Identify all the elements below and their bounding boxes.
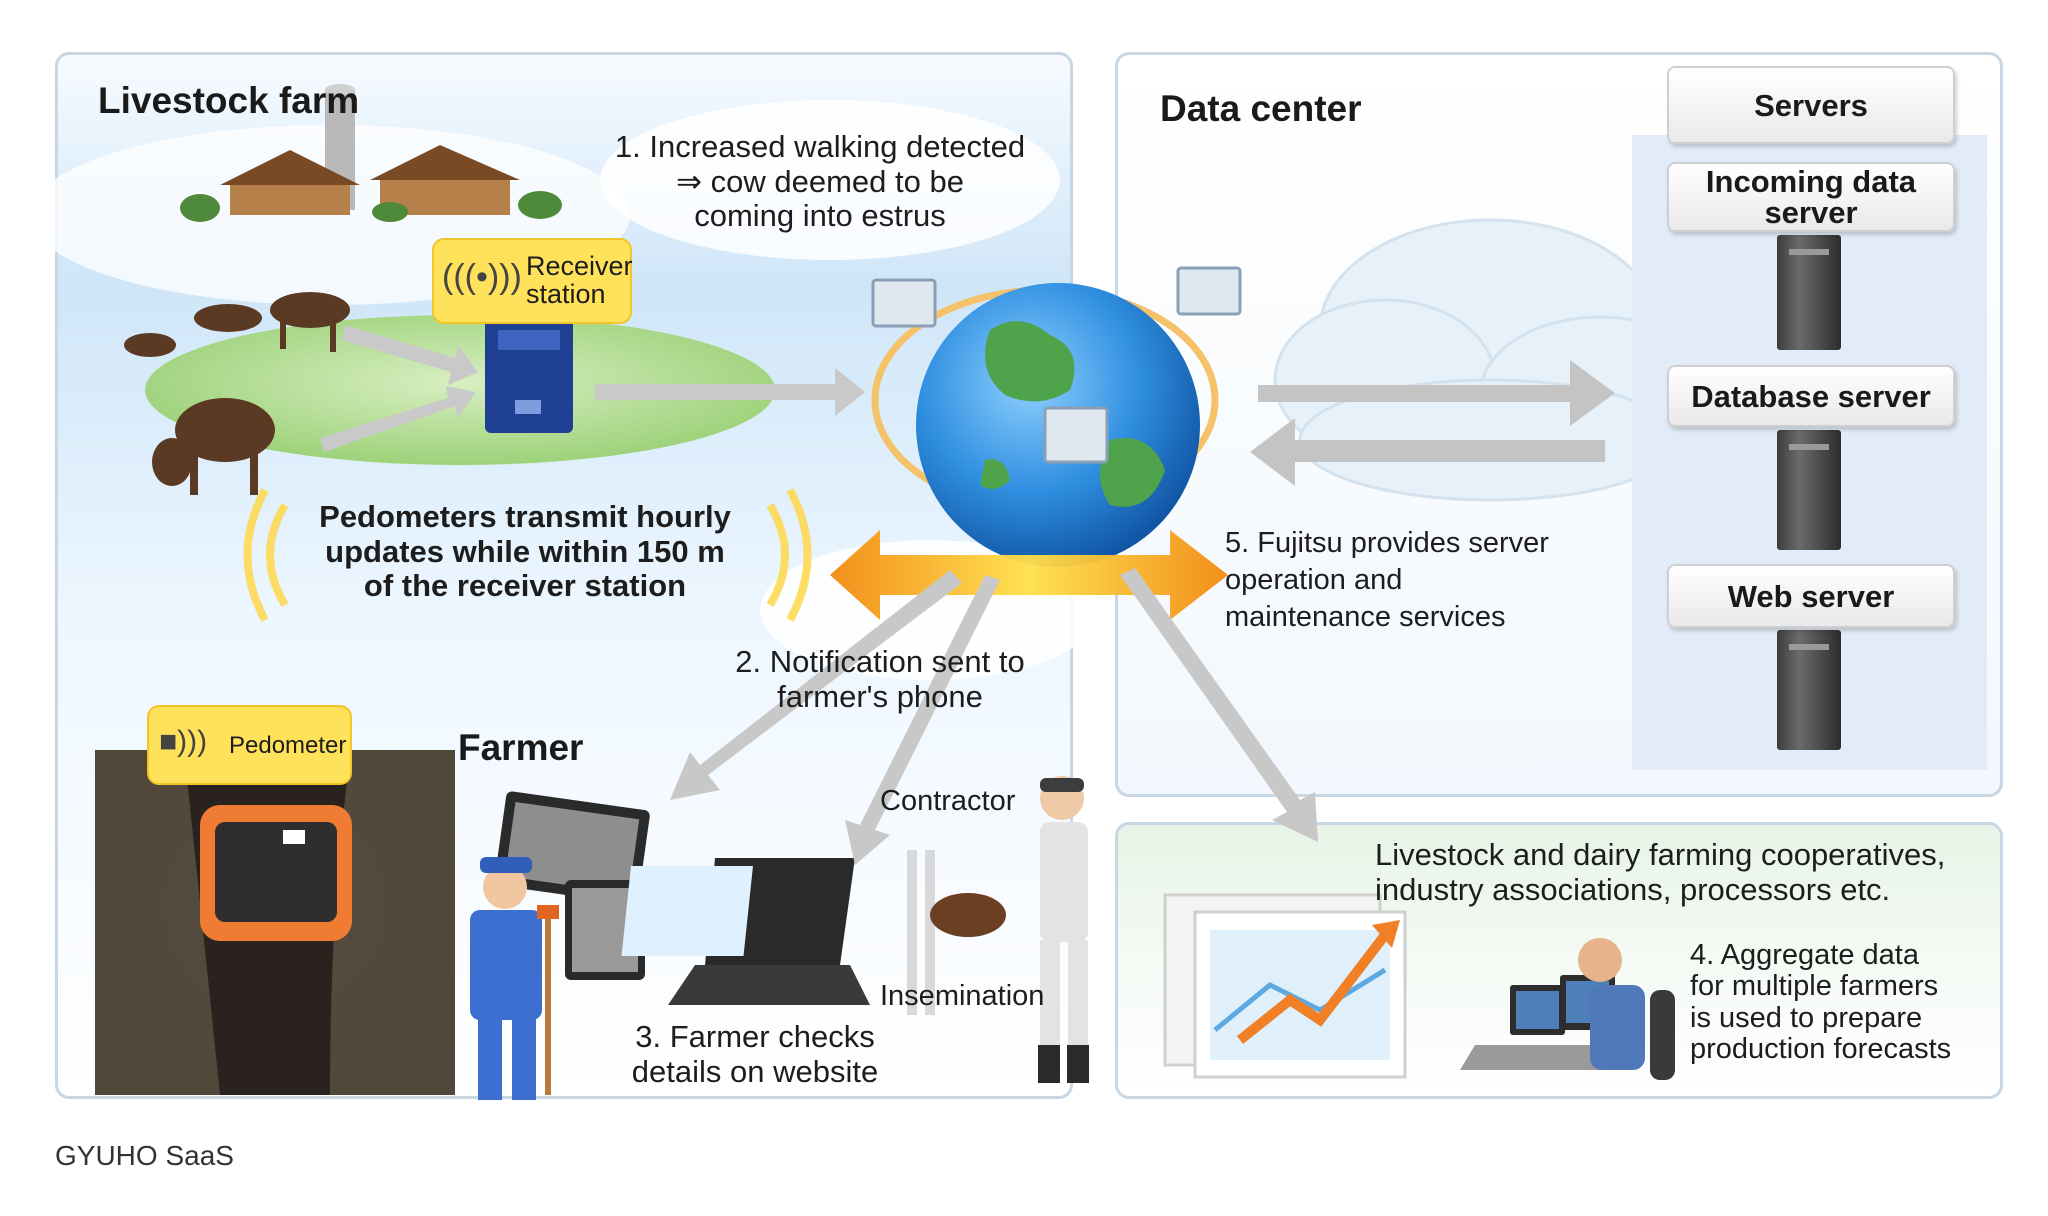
pedometer-label: Pedometer	[229, 732, 347, 759]
network-pc-icon	[871, 266, 1242, 464]
figure-caption: GYUHO SaaS	[55, 1140, 234, 1171]
barn-icon	[180, 84, 562, 222]
globe-server-arrows	[1250, 360, 1615, 486]
farmer-figure	[470, 857, 559, 1100]
pedometer-signal-icon: ■)))	[159, 725, 208, 758]
cow-icon	[124, 292, 350, 495]
contractor-figure	[907, 776, 1089, 1083]
operator-figure	[1460, 938, 1675, 1080]
servers-label: Servers	[1667, 66, 1955, 144]
forecast-chart-icon	[1163, 893, 1407, 1079]
notification-arrows	[670, 568, 1318, 865]
signal-arcs	[243, 488, 812, 622]
antenna-icon: (((•)))	[442, 258, 522, 296]
sky-cloud	[600, 100, 1060, 260]
bidirectional-arrow-orange	[830, 530, 1228, 620]
livestock-farm-title: Livestock farm	[98, 80, 360, 121]
step-5-label: 5. Fujitsu provides server operation and…	[1225, 527, 1549, 634]
receiver-station-tag: (((•))) Receiver station	[432, 238, 633, 324]
step-3-label: 3. Farmer checks details on website	[631, 1019, 879, 1089]
cow-to-receiver-arrows	[320, 325, 865, 452]
contractor-label: Contractor	[880, 785, 1016, 817]
pedometer-photo	[95, 750, 455, 1095]
database-server-tower	[1777, 430, 1841, 550]
data-center-title: Data center	[1160, 88, 1362, 129]
pedometer-transmit-note: Pedometers transmit hourly updates while…	[319, 499, 731, 604]
cooperatives-title: Livestock and dairy farming cooperatives…	[1375, 837, 1946, 907]
web-server-tower	[1777, 630, 1841, 750]
laptop-icon	[621, 858, 870, 1005]
pedometer-tag: ■))) Pedometer	[147, 705, 352, 785]
farmer-title: Farmer	[458, 727, 584, 768]
step-4-label: 4. Aggregate data for multiple farmers i…	[1690, 939, 1952, 1065]
step-1-label: 1. Increased walking detected ⇒ cow deem…	[614, 129, 1026, 234]
insemination-label: Insemination	[880, 980, 1045, 1012]
web-server-label: Web server	[1667, 564, 1955, 628]
receiver-station-device	[485, 318, 573, 433]
receiver-station-label: Receiver station	[526, 251, 633, 310]
farmer-devices-icon	[494, 791, 650, 980]
incoming-server-tower	[1777, 235, 1841, 350]
incoming-data-server-label: Incoming data server	[1667, 162, 1955, 232]
step-2-label: 2. Notification sent to farmer's phone	[735, 644, 1025, 714]
database-server-label: Database server	[1667, 365, 1955, 427]
